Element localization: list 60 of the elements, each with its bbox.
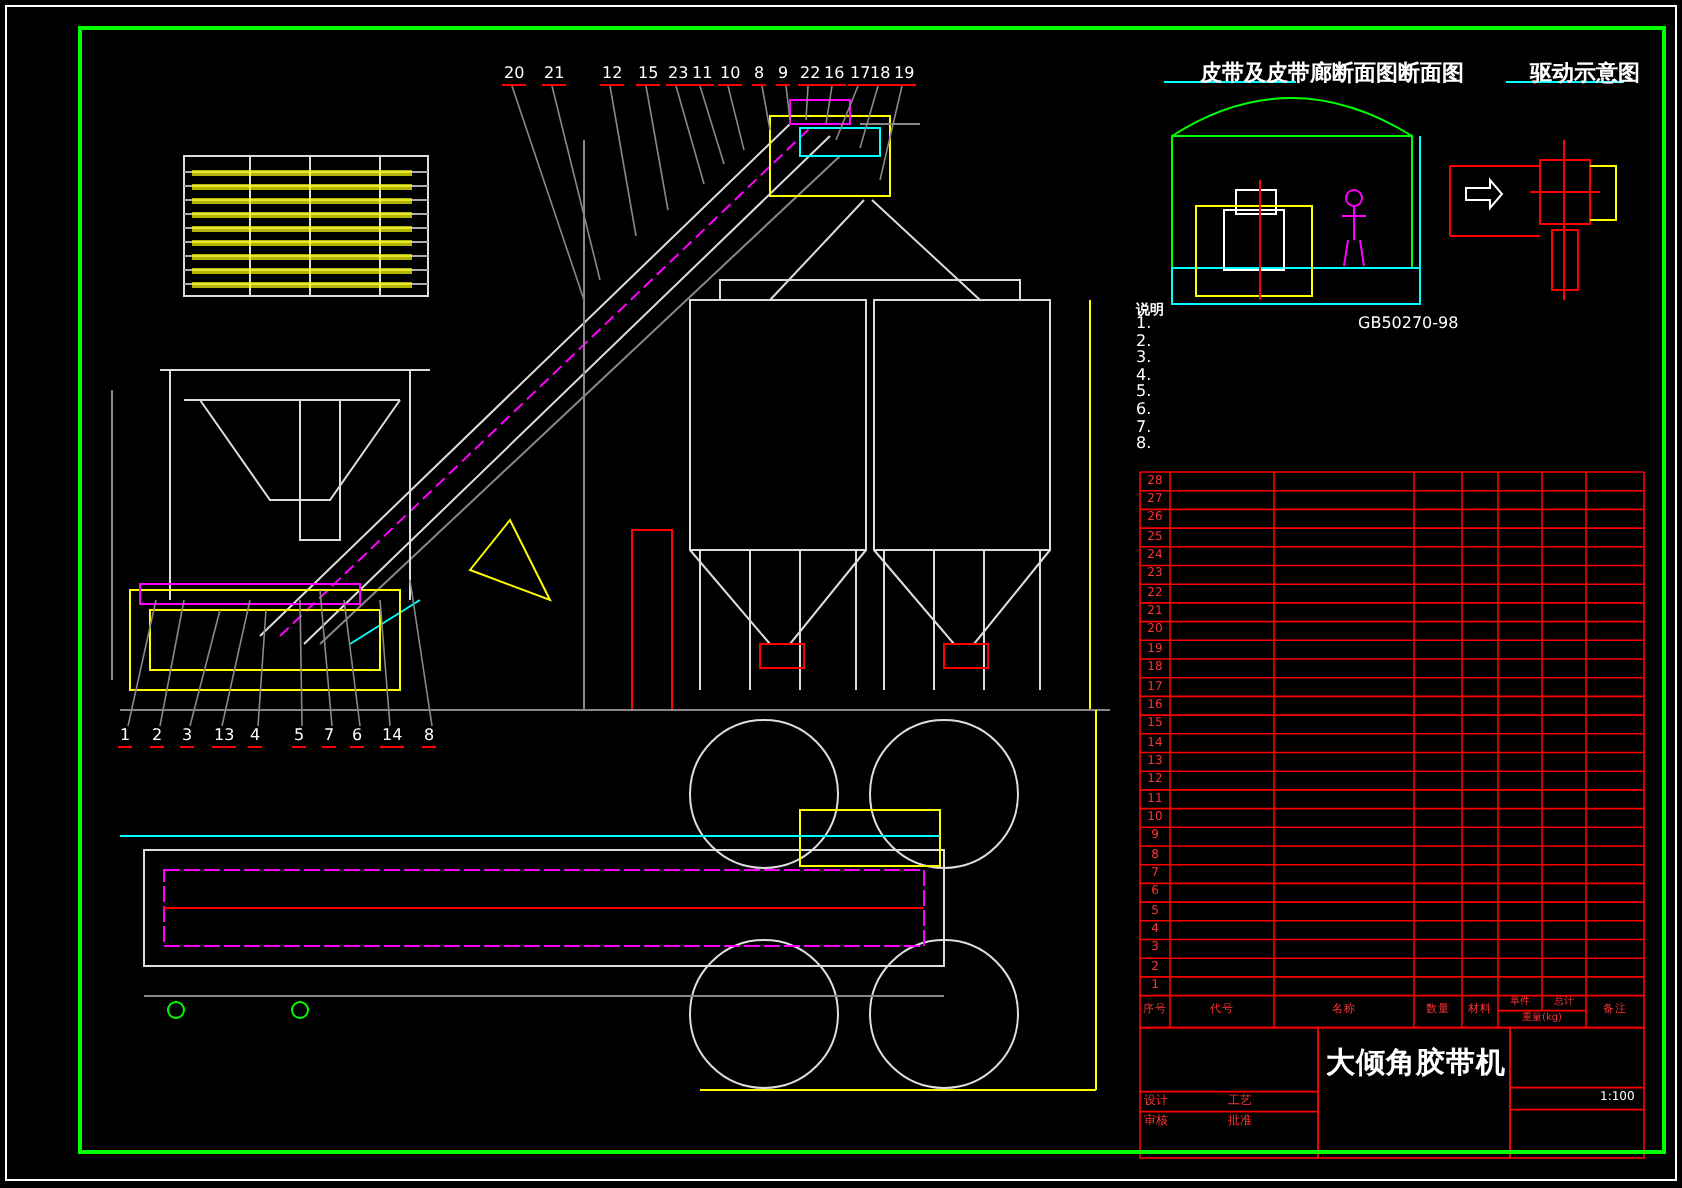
callout-number: 6 bbox=[350, 728, 365, 748]
leader-line bbox=[189, 609, 221, 727]
leader-line bbox=[257, 609, 267, 727]
callout-number: 13 bbox=[212, 728, 237, 748]
note-number: 6. bbox=[1136, 402, 1152, 418]
leader-line bbox=[825, 85, 833, 125]
leader-line bbox=[645, 85, 669, 211]
leader-line bbox=[409, 579, 433, 727]
callout-number: 3 bbox=[180, 728, 195, 748]
note-number: 5. bbox=[1136, 384, 1152, 401]
note-number: 7. bbox=[1136, 419, 1152, 436]
callout-number: 20 bbox=[502, 66, 527, 86]
leader-line bbox=[221, 599, 251, 727]
callout-number: 9 bbox=[776, 66, 791, 86]
note-number: 3. bbox=[1136, 350, 1152, 367]
callout-number: 15 bbox=[636, 66, 661, 86]
callout-number: 10 bbox=[718, 66, 743, 86]
leader-line bbox=[785, 85, 791, 121]
callout-number: 2 bbox=[150, 728, 165, 748]
leader-line bbox=[551, 85, 601, 281]
callout-number: 17 bbox=[848, 66, 873, 86]
callout-number: 12 bbox=[600, 66, 625, 86]
section-title: 驱动示意图 bbox=[1530, 62, 1640, 84]
note-number: 8. bbox=[1136, 436, 1152, 453]
standard-reference: GB50270-98 bbox=[1358, 316, 1459, 332]
callout-number: 11 bbox=[690, 66, 715, 86]
leader-line bbox=[379, 599, 391, 727]
callout-number: 16 bbox=[822, 66, 847, 86]
callout-number: 18 bbox=[868, 66, 893, 86]
leader-line bbox=[727, 85, 745, 151]
leader-line bbox=[675, 85, 705, 185]
leader-line bbox=[299, 599, 303, 727]
leader-line bbox=[343, 599, 361, 727]
note-number: 2. bbox=[1136, 333, 1152, 350]
callout-number: 5 bbox=[292, 728, 307, 748]
note-number: 4. bbox=[1136, 367, 1152, 384]
callout-number: 19 bbox=[892, 66, 917, 86]
drawing-title: 大倾角胶带机 bbox=[1326, 1050, 1506, 1079]
leader-line bbox=[159, 599, 185, 727]
callout-number: 8 bbox=[422, 728, 437, 748]
note-number: 1. bbox=[1136, 316, 1152, 332]
callout-number: 21 bbox=[542, 66, 567, 86]
leader-line bbox=[805, 85, 809, 121]
callout-number: 14 bbox=[380, 728, 405, 748]
section-title: 皮带及皮带廊断面图断面图 bbox=[1200, 62, 1464, 84]
callout-number: 8 bbox=[752, 66, 767, 86]
leader-line bbox=[835, 85, 859, 141]
leader-line bbox=[609, 85, 637, 237]
leader-line bbox=[511, 85, 585, 301]
callout-number: 1 bbox=[118, 728, 133, 748]
leader-line bbox=[319, 589, 333, 727]
callout-number: 23 bbox=[666, 66, 691, 86]
callout-number: 7 bbox=[322, 728, 337, 748]
callout-number: 22 bbox=[798, 66, 823, 86]
leader-line bbox=[761, 85, 771, 131]
leader-line bbox=[127, 599, 157, 727]
leader-line bbox=[879, 85, 903, 181]
leader-line bbox=[859, 85, 879, 149]
callout-number: 4 bbox=[248, 728, 263, 748]
leader-line bbox=[699, 85, 725, 165]
